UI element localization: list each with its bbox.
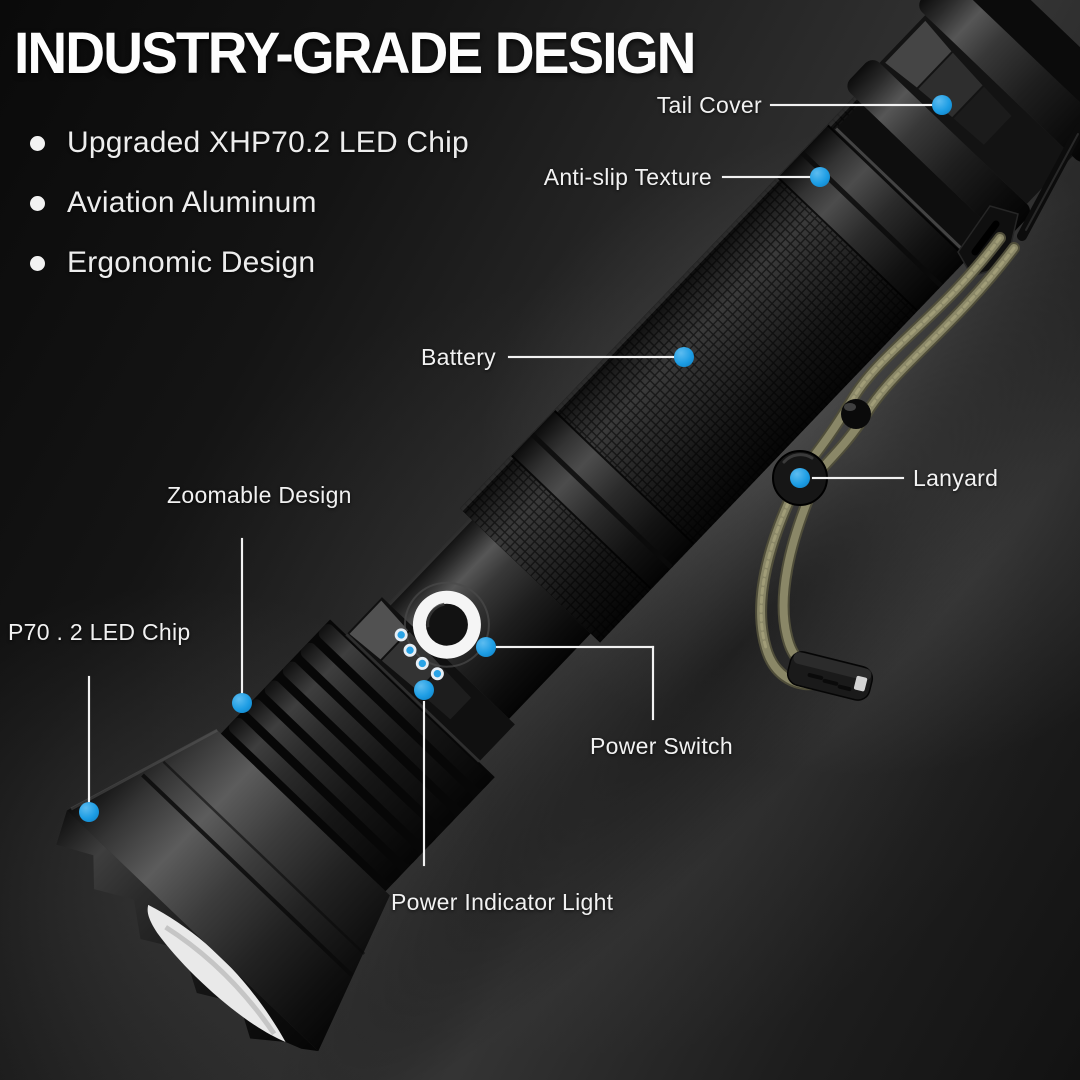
callout-dot-zoomable xyxy=(232,693,252,713)
bullet-icon xyxy=(30,195,45,211)
flashlight-head xyxy=(66,729,390,1052)
lanyard xyxy=(755,123,1080,701)
feature-label: Aviation Aluminum xyxy=(67,186,317,219)
callout-label-power-indicator: Power Indicator Light xyxy=(391,889,614,915)
leader-line-power-indicator xyxy=(423,701,425,866)
callout-label-zoomable: Zoomable Design xyxy=(167,482,352,508)
callout-label-battery: Battery xyxy=(421,344,496,370)
callout-label-tail-cover: Tail Cover xyxy=(656,92,762,118)
feature-list: Upgraded XHP70.2 LED Chip Aviation Alumi… xyxy=(30,126,469,280)
flashlight-body xyxy=(56,0,1080,1052)
leader-line-zoomable xyxy=(241,538,243,695)
callout-dot-anti-slip xyxy=(810,167,830,187)
feature-item: Aviation Aluminum xyxy=(30,186,469,220)
switch-section xyxy=(387,517,591,719)
callout-label-lanyard: Lanyard xyxy=(913,465,999,491)
leader-line-tail-cover xyxy=(770,104,933,106)
bullet-icon xyxy=(30,135,45,151)
callout-dot-power-indicator xyxy=(414,680,434,700)
leader-line-anti-slip xyxy=(722,176,812,178)
indicator-leds xyxy=(394,628,444,681)
callout-dot-led-chip xyxy=(79,802,99,822)
bullet-icon xyxy=(30,255,45,271)
lanyard-end-clip xyxy=(786,651,874,701)
feature-item: Ergonomic Design xyxy=(30,246,469,280)
lanyard-bead xyxy=(841,399,871,429)
callout-dot-lanyard xyxy=(790,468,810,488)
leader-line-led-chip xyxy=(88,676,90,804)
feature-item: Upgraded XHP70.2 LED Chip xyxy=(30,126,469,160)
callout-label-led-chip: P70 . 2 LED Chip xyxy=(8,619,191,645)
callout-dot-battery xyxy=(674,347,694,367)
page-title: INDUSTRY-GRADE DESIGN xyxy=(14,21,696,86)
leader-line-power-switch-h xyxy=(496,646,654,648)
callout-label-anti-slip: Anti-slip Texture xyxy=(543,164,712,190)
callout-dot-tail-cover xyxy=(932,95,952,115)
zoom-fins xyxy=(220,619,495,892)
callout-label-power-switch: Power Switch xyxy=(590,733,733,759)
callout-dot-power-switch xyxy=(476,637,496,657)
hex-collar xyxy=(345,597,515,763)
leader-line-battery xyxy=(508,356,675,358)
leader-line-power-switch-v xyxy=(652,646,654,720)
knurled-tube xyxy=(459,96,995,643)
feature-label: Ergonomic Design xyxy=(67,246,316,279)
flashlight-shadow xyxy=(270,163,1080,1080)
leader-line-lanyard xyxy=(812,477,904,479)
feature-label: Upgraded XHP70.2 LED Chip xyxy=(67,126,469,159)
